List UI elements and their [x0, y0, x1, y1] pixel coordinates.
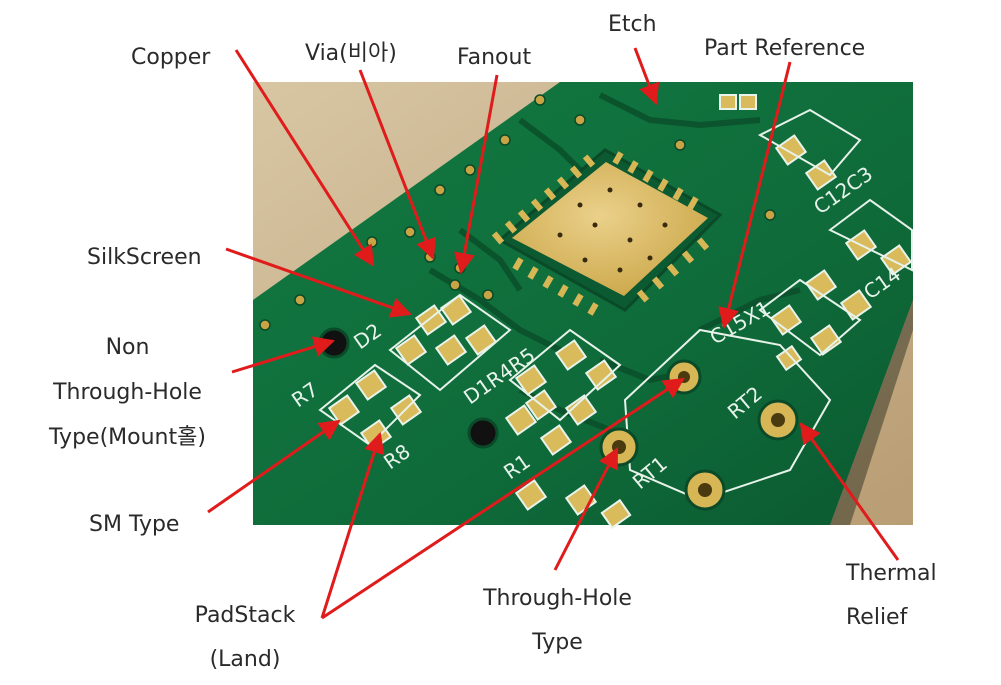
- mount-hole-2: [467, 417, 499, 449]
- label-part-reference: Part Reference: [704, 36, 866, 61]
- arrow-through-hole: [553, 447, 619, 571]
- label-copper: Copper: [131, 45, 211, 70]
- thermal-pad: [512, 162, 708, 296]
- pcb-board-edge: [830, 300, 913, 525]
- label-thermal-relief-line1: Thermal: [846, 561, 937, 586]
- qfp-pins: [491, 151, 710, 316]
- label-padstack-line1: PadStack: [194, 603, 296, 628]
- arrow-thermal-relief: [799, 422, 900, 561]
- thermal-pad-vias: [557, 187, 668, 273]
- silkscreen-outlines: [318, 108, 913, 447]
- label-through-hole: Through-Hole Type: [465, 588, 650, 654]
- label-padstack-line2: (Land): [209, 647, 281, 672]
- label-silkscreen: SilkScreen: [87, 245, 202, 270]
- through-hole-pads: [599, 328, 832, 511]
- label-padstack: PadStack (Land): [180, 605, 310, 671]
- label-non-through-hole-line3: Type(Mount홀): [49, 425, 206, 450]
- arrow-padstack-2: [321, 377, 685, 620]
- label-sm-type: SM Type: [89, 512, 180, 537]
- callout-arrows: [207, 47, 900, 620]
- label-etch: Etch: [608, 12, 657, 37]
- label-non-through-hole-line1: Non: [105, 335, 150, 360]
- label-through-hole-line2: Type: [532, 630, 583, 655]
- label-non-through-hole-line2: Through-Hole: [53, 380, 202, 405]
- arrow-non-through-hole: [231, 336, 336, 374]
- label-thermal-relief: Thermal Relief: [846, 563, 937, 629]
- label-through-hole-line1: Through-Hole: [483, 586, 632, 611]
- label-non-through-hole: Non Through-Hole Type(Mount홀): [25, 337, 230, 449]
- label-fanout: Fanout: [457, 45, 532, 70]
- arrow-fanout: [454, 74, 499, 275]
- arrow-part-reference: [718, 61, 792, 330]
- arrow-silkscreen: [225, 247, 412, 318]
- arrow-etch: [633, 47, 660, 105]
- arrow-padstack-1: [320, 431, 385, 619]
- qfp-package: [491, 148, 723, 316]
- label-thermal-relief-line2: Relief: [846, 605, 908, 630]
- arrow-via: [358, 69, 436, 260]
- arrow-sm-type: [207, 419, 341, 514]
- arrow-copper: [234, 49, 375, 267]
- label-via: Via(비아): [305, 41, 397, 66]
